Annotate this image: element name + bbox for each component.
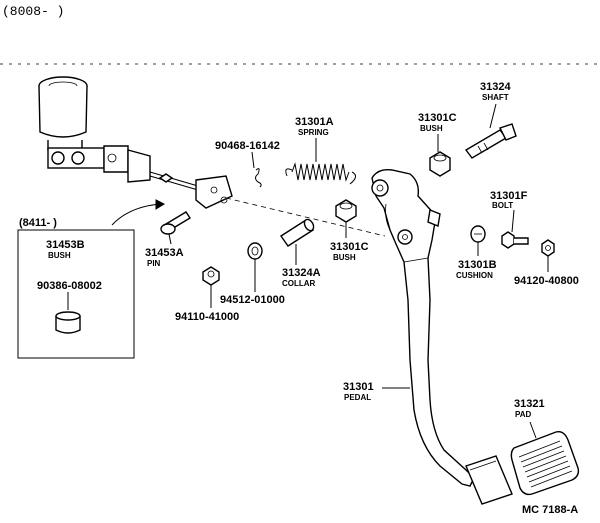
svg-text:BOLT: BOLT [492,201,513,210]
part-label-bolt: 31301F BOLT [490,190,528,210]
part-label-pedal: 31301 PEDAL [343,381,374,402]
svg-text:BUSH: BUSH [420,124,443,133]
svg-text:CUSHION: CUSHION [456,271,493,280]
part-label-shaft: 31324 SHAFT [480,81,511,102]
stopper-bolt [501,231,529,249]
collar [280,218,315,247]
part-label-bush-inset: 31453B BUSH [46,239,85,260]
svg-text:BUSH: BUSH [333,253,356,262]
part-label-spring: 31301A SPRING [295,116,334,137]
pedal-shaft [464,123,517,159]
svg-text:BUSH: BUSH [48,251,71,260]
svg-text:31301B: 31301B [458,259,497,271]
inset-production-range-label: (8411- ) [19,217,57,229]
assembly-line-clevis-pedal [225,197,386,237]
part-label-nut-left: 94110-41000 [175,311,239,323]
svg-text:31321: 31321 [514,398,545,410]
nut-right [541,239,555,257]
svg-text:31453B: 31453B [46,239,85,251]
part-label-clip: 90468-16142 [215,140,280,152]
svg-text:31453A: 31453A [145,247,184,259]
svg-text:31301: 31301 [343,381,374,393]
part-label-cushion: 31301B CUSHION [456,259,497,280]
part-label-pad: 31321 PAD [514,398,545,419]
master-cylinder [38,76,199,191]
part-label-bush-upper: 31301C BUSH [418,112,457,133]
svg-text:90386-08002: 90386-08002 [37,280,102,292]
svg-text:90468-16142: 90468-16142 [215,140,280,152]
svg-text:31301F: 31301F [490,190,528,202]
svg-text:31301A: 31301A [295,116,334,128]
svg-text:94512-01000: 94512-01000 [220,294,285,306]
pedal-pad [510,430,580,496]
nut-left [202,266,220,286]
part-label-collar: 31324A COLLAR [282,267,321,288]
bush-upper [429,151,451,177]
svg-text:PIN: PIN [147,259,161,268]
svg-text:COLLAR: COLLAR [282,279,316,288]
clutch-pedal [371,168,513,505]
clip [255,168,262,188]
production-range-label: (8008- ) [2,4,64,19]
clevis [195,175,233,209]
bush-middle [335,199,357,223]
svg-text:SHAFT: SHAFT [482,93,509,102]
washer [247,242,263,260]
drawing-id: MC 7188-A [522,504,578,516]
svg-text:94120-40800: 94120-40800 [514,275,579,287]
part-label-pin: 31453A PIN [145,247,184,268]
leader-lines [67,103,549,439]
part-label-inset-part: 90386-08002 [37,280,102,292]
svg-text:94110-41000: 94110-41000 [175,311,239,323]
svg-text:31301C: 31301C [330,241,369,253]
svg-text:PAD: PAD [515,410,532,419]
svg-text:PEDAL: PEDAL [344,393,371,402]
svg-text:SPRING: SPRING [298,128,329,137]
svg-text:31324A: 31324A [282,267,321,279]
part-label-nut-right: 94120-40800 [514,275,579,287]
svg-text:31301C: 31301C [418,112,457,124]
inset-box [17,199,166,359]
stopper-cushion [470,225,486,243]
return-spring [285,162,356,185]
part-label-washer: 94512-01000 [220,294,285,306]
part-label-bush-middle: 31301C BUSH [330,241,369,262]
svg-text:31324: 31324 [480,81,511,93]
clevis-pin [160,211,191,235]
